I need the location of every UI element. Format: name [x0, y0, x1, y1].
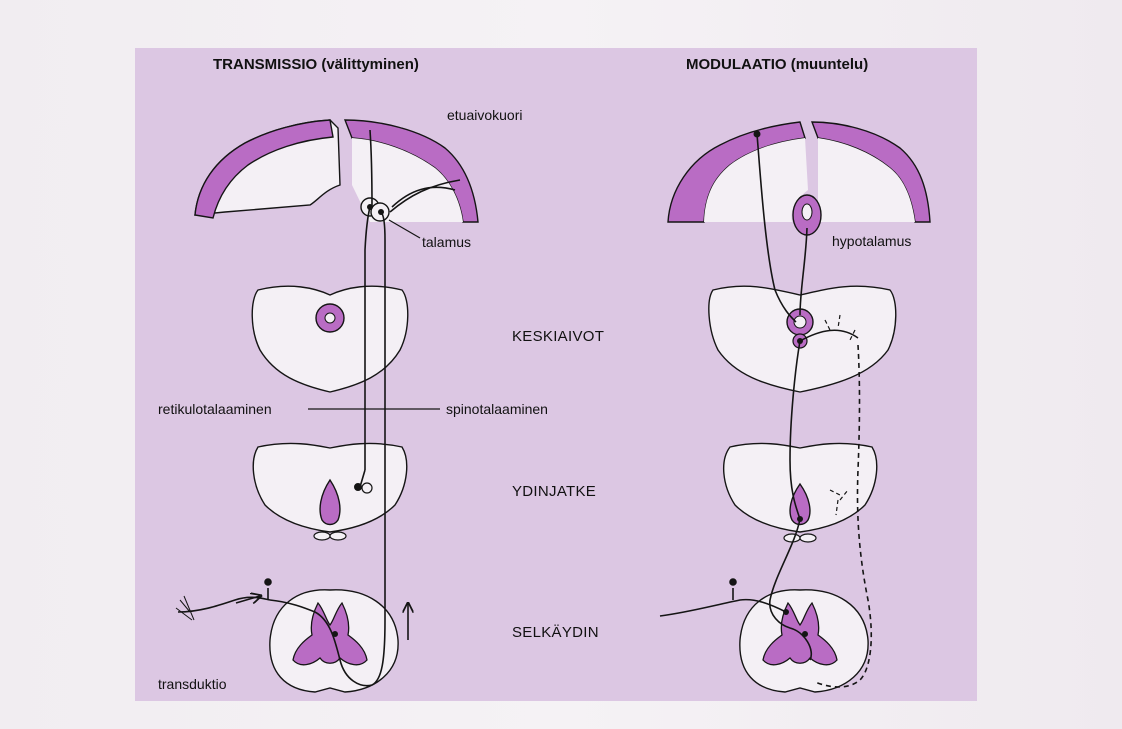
transduction-label: transduktio: [158, 676, 226, 692]
left-medulla-section: [253, 443, 406, 540]
transmission-title: TRANSMISSIO (välittyminen): [213, 56, 419, 73]
modulation-title: MODULAATIO (muuntelu): [686, 56, 868, 73]
right-medulla-section: [724, 443, 877, 542]
cortex-label: etuaivokuori: [447, 107, 523, 123]
right-cortex: [668, 122, 930, 235]
hypothalamus-label: hypotalamus: [832, 233, 911, 249]
left-cortex: [195, 120, 478, 238]
medulla-label: YDINJATKE: [512, 483, 596, 500]
midbrain-label: KESKIAIVOT: [512, 328, 604, 345]
spinothalamic-label: spinotalaaminen: [446, 401, 548, 417]
reticulothalamic-label: retikulotalaaminen: [158, 401, 272, 417]
thalamus-label: talamus: [422, 234, 471, 250]
spinal-cord-label: SELKÄYDIN: [512, 624, 599, 641]
right-spinal-cord-section: [740, 590, 868, 692]
